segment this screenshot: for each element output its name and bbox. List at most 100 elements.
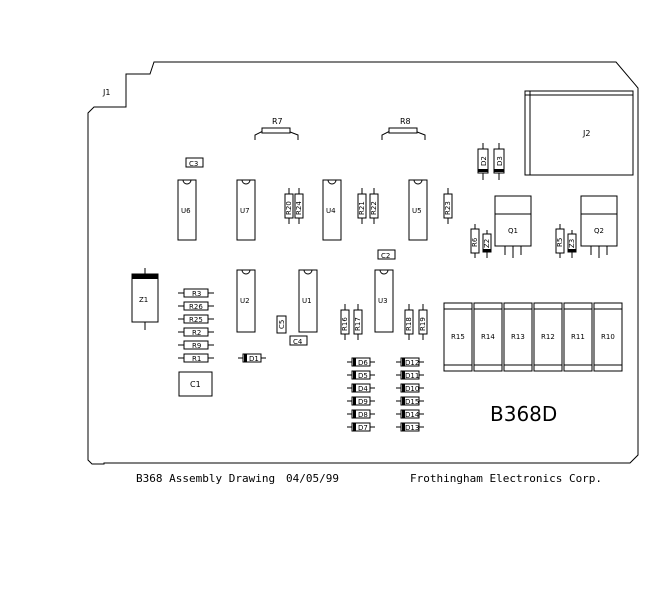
r9-label: R9 [192, 342, 201, 350]
d9-label: D9 [358, 398, 368, 406]
d1-label: D1 [249, 355, 259, 363]
r10-label: R10 [601, 333, 615, 341]
r22-label: R22 [370, 201, 378, 215]
resistor-r17: R17 [353, 304, 363, 340]
resistor-r9: R9 [178, 340, 214, 350]
d7-label: D7 [358, 424, 368, 432]
capacitor-c4: C4 [289, 335, 308, 346]
resistor-r26: R26 [178, 301, 214, 311]
r1-label: R1 [192, 355, 201, 363]
resistor-r1: R1 [178, 353, 214, 363]
diode-d8: D8 [347, 409, 375, 419]
ic-u6: U6 [177, 179, 197, 241]
drawing-title: B368 Assembly Drawing [136, 472, 275, 485]
diode-d14: D14 [396, 409, 424, 419]
q1-label: Q1 [508, 227, 518, 235]
resistor-r25: R25 [178, 314, 214, 324]
resistor-r13: R13 [503, 302, 533, 372]
diode-d7: D7 [347, 422, 375, 432]
r23-label: R23 [444, 201, 452, 215]
capacitor-c2: C2 [377, 249, 396, 260]
diode-d13: D13 [396, 422, 424, 432]
transistor-q2: Q2 [580, 195, 618, 258]
resistor-r18: R18 [404, 304, 414, 340]
connector-j2: J2 [524, 90, 634, 176]
board-part-number: B368D [490, 402, 557, 426]
z2-label: Z2 [483, 239, 491, 248]
r18-label: R18 [405, 317, 413, 331]
resistor-r6: R6 [470, 224, 480, 258]
resistor-r7: R7 [254, 117, 299, 140]
r15-label: R15 [451, 333, 465, 341]
u3-label: U3 [378, 297, 388, 305]
diode-d15: D15 [396, 396, 424, 406]
ic-u1: U1 [298, 269, 318, 333]
d11-label: D11 [405, 372, 419, 380]
r24-label: R24 [295, 201, 303, 215]
diode-d3: D3 [493, 143, 505, 180]
u4-label: U4 [326, 207, 336, 215]
diode-d12: D12 [396, 357, 424, 367]
r13-label: R13 [511, 333, 525, 341]
d4-label: D4 [358, 385, 368, 393]
ic-u2: U2 [236, 269, 256, 333]
diode-d6: D6 [347, 357, 375, 367]
resistor-r10: R10 [593, 302, 623, 372]
r12-label: R12 [541, 333, 555, 341]
resistor-r15: R15 [443, 302, 473, 372]
q2-label: Q2 [594, 227, 604, 235]
resistor-r16: R16 [340, 304, 350, 340]
ic-u5: U5 [408, 179, 428, 241]
resistor-r3: R3 [178, 288, 214, 298]
r21-label: R21 [358, 201, 366, 215]
c2-label: C2 [381, 252, 390, 260]
d10-label: D10 [405, 385, 419, 393]
r25-label: R25 [189, 316, 203, 324]
capacitor-c5: C5 [276, 315, 287, 334]
resistor-r24: R24 [294, 188, 304, 224]
z1-label: Z1 [139, 296, 148, 304]
c4-label: C4 [293, 338, 303, 346]
r3-label: R3 [192, 290, 201, 298]
j2-label: J2 [582, 129, 590, 138]
r7-label: R7 [272, 117, 283, 126]
c5-label: C5 [278, 320, 286, 329]
z3-label: Z3 [568, 239, 576, 248]
resistor-r14: R14 [473, 302, 503, 372]
ic-u3: U3 [374, 269, 394, 333]
u7-label: U7 [240, 207, 250, 215]
c3-label: C3 [189, 160, 198, 168]
d5-label: D5 [358, 372, 368, 380]
r17-label: R17 [354, 317, 362, 331]
capacitor-c3: C3 [185, 157, 204, 168]
resistor-r12: R12 [533, 302, 563, 372]
r26-label: R26 [189, 303, 203, 311]
r20-label: R20 [285, 201, 293, 215]
resistor-r5: R5 [555, 224, 565, 258]
capacitor-c1: C1 [178, 371, 213, 397]
j1-label: J1 [102, 88, 110, 97]
board-outline [87, 61, 639, 465]
company-name: Frothingham Electronics Corp. [410, 472, 602, 485]
d3-label: D3 [496, 156, 504, 166]
r5-label: R5 [556, 238, 564, 247]
diode-d2: D2 [477, 143, 489, 180]
transistor-q1: Q1 [494, 195, 532, 258]
resistor-r11: R11 [563, 302, 593, 372]
resistor-r22: R22 [369, 188, 379, 224]
drawing-date: 04/05/99 [286, 472, 339, 485]
r11-label: R11 [571, 333, 585, 341]
u6-label: U6 [181, 207, 191, 215]
d2-label: D2 [480, 156, 488, 166]
u5-label: U5 [412, 207, 422, 215]
d13-label: D13 [405, 424, 419, 432]
diode-d10: D10 [396, 383, 424, 393]
r2-label: R2 [192, 329, 201, 337]
diode-d11: D11 [396, 370, 424, 380]
ic-u4: U4 [322, 179, 342, 241]
ic-u7: U7 [236, 179, 256, 241]
r16-label: R16 [341, 317, 349, 331]
r14-label: R14 [481, 333, 495, 341]
d8-label: D8 [358, 411, 368, 419]
resistor-r2: R2 [178, 327, 214, 337]
